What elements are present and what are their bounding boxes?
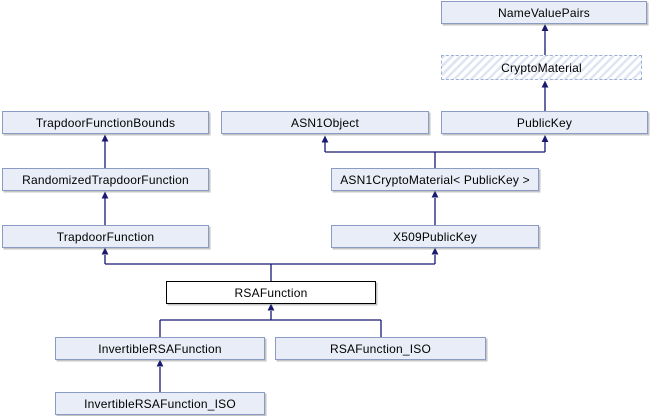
edge-rsafunction-children [159,303,382,337]
arrow-up-icon [431,190,439,198]
edge-publickey-cryptomaterial [541,80,549,111]
arrow-up-icon [101,134,109,142]
class-node-trapdoorfunction[interactable]: TrapdoorFunction [2,225,209,248]
arrow-up-icon [541,80,549,88]
class-node-asn1object[interactable]: ASN1Object [221,111,429,134]
arrow-up-icon [541,24,549,31]
edge-cryptomaterial-namevaluepairs [541,24,549,55]
class-node-randomizedtrapdoorfunction[interactable]: RandomizedTrapdoorFunction [2,168,209,191]
edge-invertible-iso [156,359,164,392]
arrow-up-icon [267,303,275,311]
class-node-rsafunction-current: RSAFunction [166,281,376,304]
class-node-rsafunction-iso[interactable]: RSAFunction_ISO [275,337,486,360]
arrow-up-icon [156,359,164,367]
class-node-namevaluepairs[interactable]: NameValuePairs [441,1,647,24]
edge-asn1cryptomaterial-parents [321,135,549,168]
edge-trapdoor-randomized [101,191,109,225]
arrow-up-icon [541,135,549,142]
class-node-x509publickey[interactable]: X509PublicKey [331,225,539,248]
arrow-up-icon [101,191,109,199]
class-node-invertiblersafunction[interactable]: InvertibleRSAFunction [55,337,265,360]
arrow-up-icon [321,135,329,143]
edge-rsafunction-parents [101,247,439,281]
edge-randomized-bounds [101,134,109,168]
arrow-up-icon [431,247,439,255]
class-node-publickey[interactable]: PublicKey [441,111,648,134]
class-node-cryptomaterial[interactable]: CryptoMaterial [441,55,642,80]
class-node-asn1cryptomaterial[interactable]: ASN1CryptoMaterial< PublicKey > [331,168,539,191]
class-node-trapdoorfunctionbounds[interactable]: TrapdoorFunctionBounds [2,111,209,134]
arrow-up-icon [101,247,109,255]
edge-x509-asn1cryptomaterial [431,190,439,225]
class-node-invertiblersafunction-iso[interactable]: InvertibleRSAFunction_ISO [55,392,265,415]
